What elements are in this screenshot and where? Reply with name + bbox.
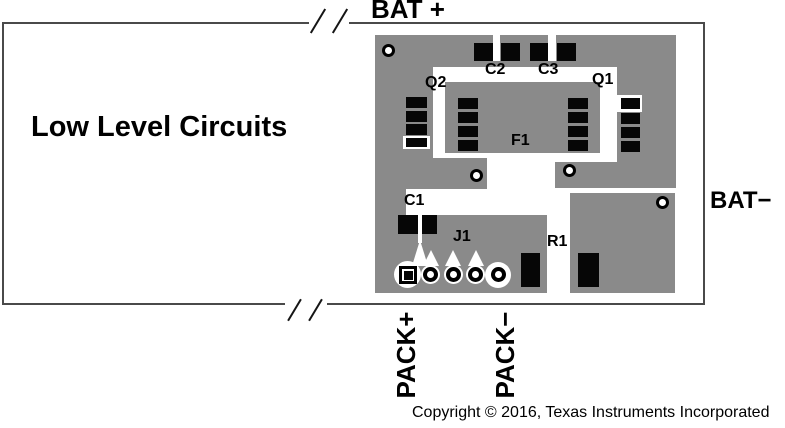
pin-teardrop bbox=[467, 250, 484, 266]
f1-pad bbox=[458, 98, 478, 109]
c1-pad bbox=[422, 215, 437, 234]
pin-teardrop bbox=[445, 250, 461, 266]
component-label-c2: C2 bbox=[485, 61, 506, 78]
r1-pad bbox=[521, 253, 540, 287]
q2-pad bbox=[406, 124, 427, 135]
pcb-cutout-channel-right bbox=[600, 67, 617, 162]
q2-pad bbox=[406, 111, 427, 122]
pcb-cutout-channel-left bbox=[433, 67, 445, 158]
f1-pad bbox=[458, 126, 478, 137]
low-level-circuits-label: Low Level Circuits bbox=[31, 111, 288, 143]
j1-pin-1-center bbox=[403, 270, 413, 280]
component-label-j1: J1 bbox=[453, 228, 471, 245]
f1-pad bbox=[458, 140, 478, 151]
copyright-notice: Copyright © 2016, Texas Instruments Inco… bbox=[412, 404, 770, 421]
j1-pin-3 bbox=[445, 267, 461, 282]
j1-pin-4 bbox=[468, 267, 483, 282]
f1-pad bbox=[568, 126, 588, 137]
bat-plus-label: BAT + bbox=[371, 0, 445, 24]
pcb-cutout-c1-notch bbox=[406, 189, 547, 215]
wire-break-gap bbox=[309, 21, 349, 26]
pcb-cutout-c3-slot bbox=[548, 35, 556, 61]
q1-pad bbox=[621, 127, 640, 138]
f1-pad bbox=[568, 98, 588, 109]
bat-minus-label: BAT− bbox=[710, 187, 772, 214]
copper-region-left-shelf bbox=[375, 158, 487, 189]
f1-pad bbox=[458, 112, 478, 123]
c3-pad bbox=[530, 43, 548, 61]
c3-pad bbox=[557, 43, 576, 61]
component-label-c3: C3 bbox=[538, 61, 559, 78]
f1-pad bbox=[568, 140, 588, 151]
component-label-c1: C1 bbox=[404, 192, 425, 209]
f1-pad bbox=[568, 112, 588, 123]
c2-pad bbox=[474, 43, 493, 61]
via bbox=[470, 169, 483, 182]
via bbox=[656, 196, 669, 209]
q1-pad bbox=[621, 141, 640, 152]
c2-pad bbox=[501, 43, 520, 61]
pcb-cutout-channel-top bbox=[433, 67, 617, 82]
q2-pad bbox=[406, 97, 427, 108]
q1-pad bbox=[621, 98, 640, 109]
q2-pad bbox=[406, 138, 427, 147]
pin-teardrop bbox=[422, 250, 439, 266]
via bbox=[382, 44, 395, 57]
pcb-cutout-c1-gap bbox=[418, 215, 422, 243]
component-label-r1: R1 bbox=[547, 233, 568, 250]
via bbox=[563, 164, 576, 177]
j1-pin-5 bbox=[490, 267, 506, 282]
c1-pad bbox=[398, 215, 418, 234]
pcb-cutout-c2-slot bbox=[493, 35, 500, 61]
component-label-q2: Q2 bbox=[425, 74, 447, 91]
r1-pad bbox=[578, 253, 599, 287]
pack-plus-label: PACK+ bbox=[391, 311, 421, 399]
j1-pin-2 bbox=[423, 267, 438, 282]
component-label-q1: Q1 bbox=[592, 71, 614, 88]
wire-break-gap bbox=[285, 302, 327, 307]
pack-minus-label: PACK− bbox=[490, 311, 520, 399]
component-label-f1: F1 bbox=[511, 132, 530, 149]
q1-pad bbox=[621, 113, 640, 124]
